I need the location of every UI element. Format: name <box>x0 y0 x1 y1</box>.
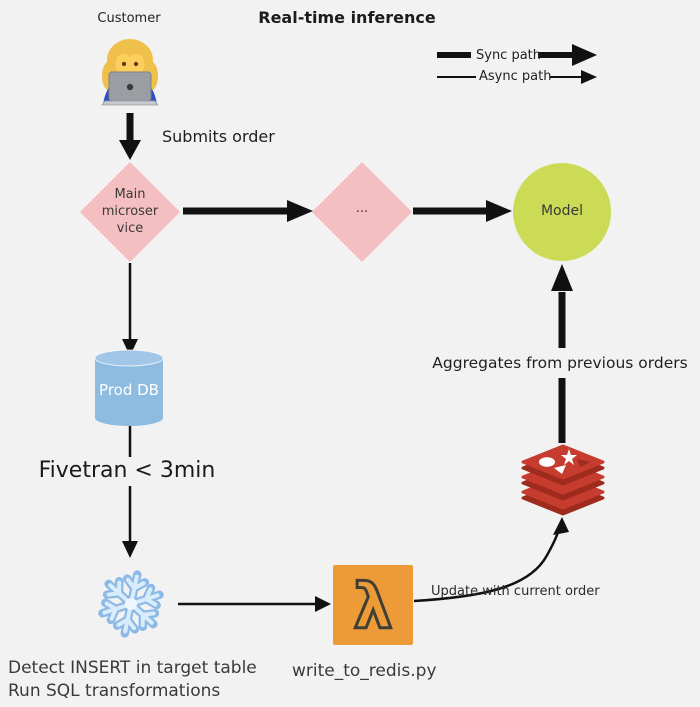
fivetran-label: Fivetran < 3min <box>38 458 216 483</box>
main-microservice-label: Main microservice <box>101 187 159 236</box>
aws-lambda-icon[interactable]: λ <box>333 565 413 645</box>
model-circle[interactable] <box>513 163 611 261</box>
main-microservice-diamond[interactable] <box>80 162 180 262</box>
redis-dark-triangle-shape <box>577 459 591 467</box>
update-order-label: Update with current order <box>431 584 600 599</box>
arrow-redis-to-model <box>551 264 573 443</box>
ellipsis-diamond[interactable] <box>312 162 412 262</box>
aggregates-label: Aggregates from previous orders <box>432 354 688 372</box>
note-line-1: Detect INSERT in target table <box>8 658 257 678</box>
redis-star-shape <box>561 449 577 465</box>
legend-sync-arrow <box>437 44 597 66</box>
arrow-ellipsis-to-model <box>413 200 512 222</box>
customer-label: Customer <box>97 11 161 26</box>
customer-emoji-icon <box>101 39 159 106</box>
snowflake-emoji-icon <box>98 570 164 638</box>
page-title: Real-time inference <box>258 8 436 27</box>
arrow-lambda-to-redis <box>413 517 569 603</box>
prod-db-label: Prod DB <box>99 381 159 399</box>
redis-triangle-shape <box>554 465 566 474</box>
model-label: Model <box>540 203 584 219</box>
legend-async-arrow <box>437 70 597 84</box>
lambda-script-label: write_to_redis.py <box>292 661 437 681</box>
arrow-microservice-to-proddb <box>122 263 138 356</box>
note-line-2: Run SQL transformations <box>8 681 221 701</box>
submits-order-label: Submits order <box>162 127 275 146</box>
arrow-microservice-to-ellipsis <box>183 200 313 222</box>
arrow-customer-to-microservice <box>119 113 141 160</box>
arrow-snowflake-to-lambda <box>178 596 331 612</box>
arrow-proddb-to-snowflake <box>122 425 138 558</box>
legend-sync-label: Sync path <box>476 48 542 63</box>
redis-icon[interactable] <box>521 444 605 516</box>
redis-ellipse-shape <box>539 457 555 467</box>
lambda-glyph: λ <box>353 570 392 643</box>
legend-async-label: Async path <box>479 69 552 84</box>
ellipsis-label: ... <box>355 201 369 216</box>
prod-db-cylinder[interactable] <box>94 349 164 426</box>
